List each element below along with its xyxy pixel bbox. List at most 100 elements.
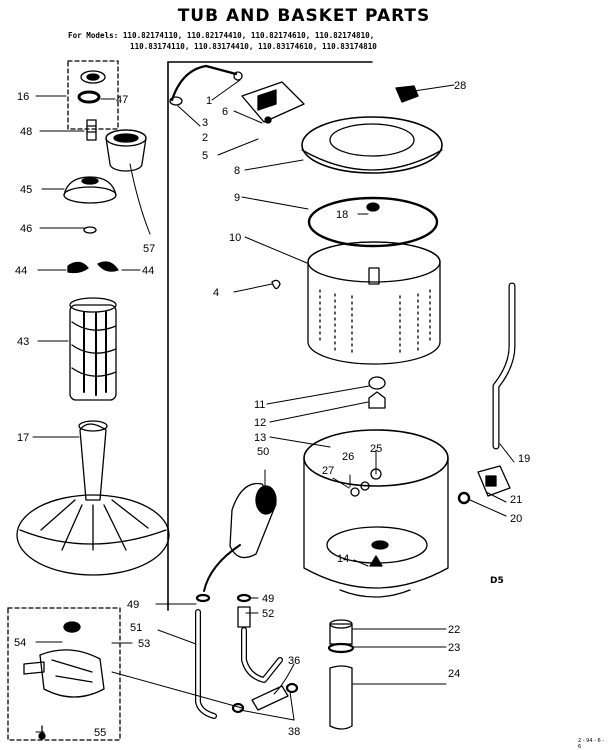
pump-detail bbox=[51, 659, 93, 683]
pump-cap-54 bbox=[63, 621, 81, 633]
basket-group bbox=[271, 85, 443, 365]
callout-12: 12 bbox=[254, 417, 266, 429]
adapter-22-top bbox=[329, 619, 353, 629]
clamp-3 bbox=[169, 96, 183, 106]
gasket-23 bbox=[327, 642, 355, 654]
callout-45: 45 bbox=[20, 184, 32, 196]
diagram-title: TUB AND BASKET PARTS bbox=[177, 6, 431, 26]
pump-inlet bbox=[23, 661, 45, 675]
pump-group bbox=[7, 607, 121, 741]
callout-49-right: 49 bbox=[262, 593, 274, 605]
tub-ring-8-opening bbox=[329, 123, 415, 157]
callout-46: 46 bbox=[20, 223, 32, 235]
outer-tub-group bbox=[303, 376, 449, 598]
hose-51 bbox=[195, 609, 217, 719]
callout-26: 26 bbox=[342, 451, 354, 463]
bearing-11 bbox=[368, 376, 386, 390]
callout-17: 17 bbox=[17, 432, 29, 444]
valve-21 bbox=[477, 465, 511, 497]
callout-36: 36 bbox=[288, 655, 300, 667]
callout-19: 19 bbox=[518, 453, 530, 465]
pressure-switch bbox=[241, 81, 305, 123]
screw-6 bbox=[264, 116, 272, 124]
callout-18: 18 bbox=[336, 209, 348, 221]
valve-21-body bbox=[485, 475, 497, 487]
callout-24: 24 bbox=[448, 668, 460, 680]
cam-45-dome bbox=[63, 176, 117, 196]
callout-57: 57 bbox=[143, 243, 155, 255]
hose-valve-group bbox=[457, 282, 516, 505]
nut-12 bbox=[368, 391, 386, 409]
screw-55-head bbox=[38, 732, 46, 740]
callout-44-left: 44 bbox=[15, 265, 27, 277]
callout-27: 27 bbox=[322, 465, 334, 477]
pressure-switch-body bbox=[257, 89, 277, 111]
callout-50: 50 bbox=[257, 446, 269, 458]
bolt-48 bbox=[86, 119, 97, 141]
clamp-49-left bbox=[195, 593, 211, 603]
callout-49-left: 49 bbox=[127, 599, 139, 611]
dog-44-right bbox=[97, 261, 119, 272]
model-list-line-1: For Models: 110.82174110, 110.82174410, … bbox=[68, 31, 375, 40]
cam-45-base bbox=[63, 186, 117, 204]
callout-52: 52 bbox=[262, 608, 274, 620]
drain-24 bbox=[329, 665, 353, 730]
washer-27 bbox=[350, 487, 360, 497]
agitator-17-vanes bbox=[40, 499, 149, 551]
tub-ring-8 bbox=[301, 116, 443, 174]
model-list: For Models: 110.82174110, 110.82174410, … bbox=[68, 30, 608, 52]
dog-44-left bbox=[67, 261, 89, 274]
cap-kit-box bbox=[67, 60, 119, 130]
agitator-17-stem bbox=[79, 423, 107, 501]
agitator-17-top bbox=[78, 420, 108, 432]
callout-51: 51 bbox=[130, 622, 142, 634]
callout-23: 23 bbox=[448, 642, 460, 654]
callout-6: 6 bbox=[222, 106, 228, 118]
o-ring-47 bbox=[77, 90, 101, 104]
bolt-14 bbox=[369, 555, 383, 567]
callout-22: 22 bbox=[448, 624, 460, 636]
gasket-20 bbox=[457, 491, 471, 505]
callout-16: 16 bbox=[17, 91, 29, 103]
model-list-line-2: 110.83174110, 110.83174410, 110.83174610… bbox=[130, 42, 377, 51]
callout-9: 9 bbox=[234, 192, 240, 204]
agitator-group bbox=[16, 60, 170, 576]
callout-28: 28 bbox=[454, 80, 466, 92]
clamp-49-right bbox=[236, 593, 252, 603]
agitator-17-skirt-edge bbox=[19, 529, 167, 545]
tub-ring-8-edge bbox=[301, 149, 443, 171]
drain-group bbox=[327, 619, 355, 730]
auger-43 bbox=[69, 304, 117, 401]
callout-4: 4 bbox=[213, 287, 219, 299]
callout-55: 55 bbox=[94, 727, 106, 739]
clamp-38-left bbox=[231, 702, 245, 714]
hose-19-inner bbox=[493, 283, 515, 449]
callout-48: 48 bbox=[20, 126, 32, 138]
basket-10-hub bbox=[368, 267, 380, 285]
agitator-cap bbox=[80, 70, 106, 84]
callout-1: 1 bbox=[206, 95, 212, 107]
callout-44-right: 44 bbox=[142, 265, 154, 277]
callout-2: 2 bbox=[202, 132, 208, 144]
callout-10: 10 bbox=[229, 232, 241, 244]
callout-47: 47 bbox=[116, 94, 128, 106]
clip-4 bbox=[271, 279, 281, 290]
clamp-38-right bbox=[285, 682, 299, 694]
tube-52 bbox=[237, 606, 251, 628]
hose-1 bbox=[170, 64, 238, 102]
cap-57-hole bbox=[113, 133, 139, 143]
switch-group bbox=[169, 64, 305, 124]
tub-13-bottom bbox=[339, 589, 411, 598]
leader-lines bbox=[32, 79, 515, 733]
callout-38: 38 bbox=[288, 726, 300, 738]
filter-50-cap bbox=[255, 485, 277, 515]
callout-5: 5 bbox=[202, 150, 208, 162]
gasket-9 bbox=[307, 196, 439, 248]
callout-11: 11 bbox=[254, 399, 265, 411]
bracket-28 bbox=[395, 85, 419, 103]
pump-body bbox=[39, 649, 105, 698]
filter-group bbox=[195, 482, 299, 719]
tub-13-drain bbox=[371, 540, 389, 550]
basket-10-perforations bbox=[319, 289, 431, 357]
